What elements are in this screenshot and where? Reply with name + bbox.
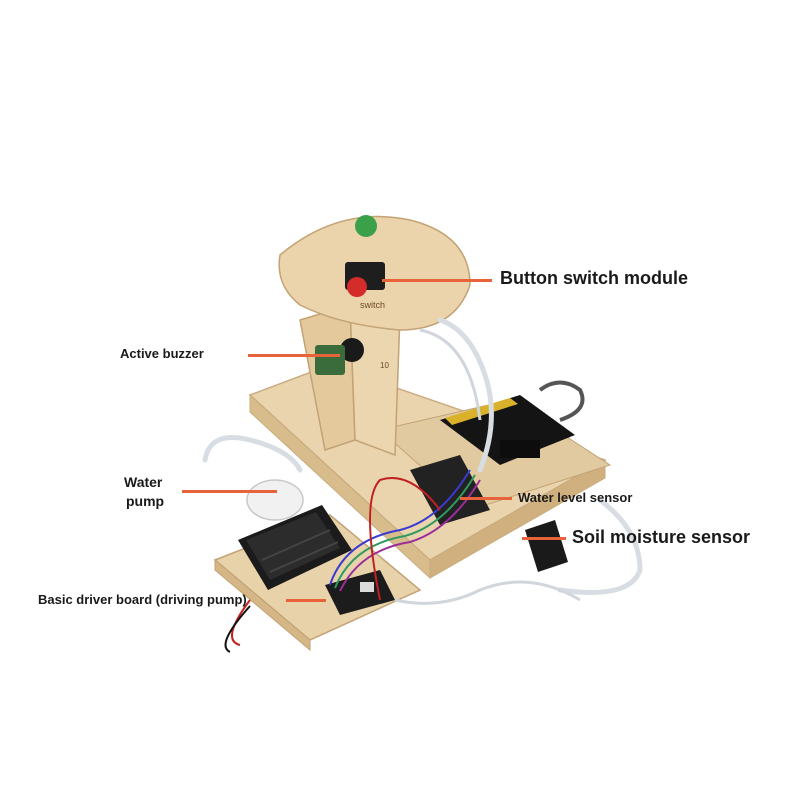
label-water-pump-line1: Water	[124, 474, 163, 490]
leader-line-water-level	[460, 497, 512, 500]
soil-moisture-sensor	[525, 520, 568, 572]
label-active-buzzer: Active buzzer	[120, 346, 204, 361]
water-level-sensor	[410, 455, 490, 525]
water-pump	[246, 479, 304, 521]
fish-head: switch 10	[278, 215, 471, 370]
wiring	[224, 328, 585, 653]
battery-holder	[238, 505, 352, 590]
driver-board	[325, 570, 395, 615]
leader-line-active-buzzer	[248, 354, 340, 357]
label-basic-driver-board: Basic driver board (driving pump)	[38, 592, 247, 607]
leader-line-soil-moisture	[522, 537, 566, 540]
label-soil-moisture-sensor: Soil moisture sensor	[572, 527, 751, 547]
label-button-switch-module: Button switch module	[500, 268, 688, 288]
engraved-switch-text: switch	[360, 300, 385, 310]
leader-line-water-pump	[182, 490, 277, 493]
label-water-pump-line2: pump	[126, 493, 165, 509]
leader-line-button-switch	[382, 279, 492, 282]
controller-board	[440, 395, 575, 465]
water-tubes	[202, 317, 643, 595]
leader-line-driver-board	[286, 599, 326, 602]
label-water-level-sensor: Water level sensor	[518, 490, 633, 505]
engraved-number: 10	[380, 361, 389, 370]
